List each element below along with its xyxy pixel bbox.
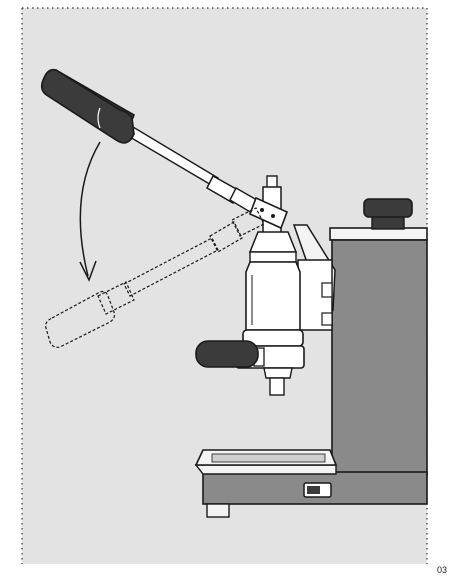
curved-arrow-down-icon: [79, 141, 101, 282]
drip-tray: [194, 449, 338, 475]
power-switch-icon: [303, 482, 332, 498]
drip-tray-grate: [211, 453, 326, 463]
machine-body: [329, 227, 428, 477]
portafilter-icon: [195, 340, 305, 396]
top-knob-icon: [363, 198, 413, 230]
machine-base: [202, 471, 428, 518]
lever-ghost-position: [45, 207, 265, 348]
figure-number: 03: [437, 565, 448, 575]
lever-handle-icon: [40, 68, 289, 230]
group-bracket: [292, 224, 336, 331]
